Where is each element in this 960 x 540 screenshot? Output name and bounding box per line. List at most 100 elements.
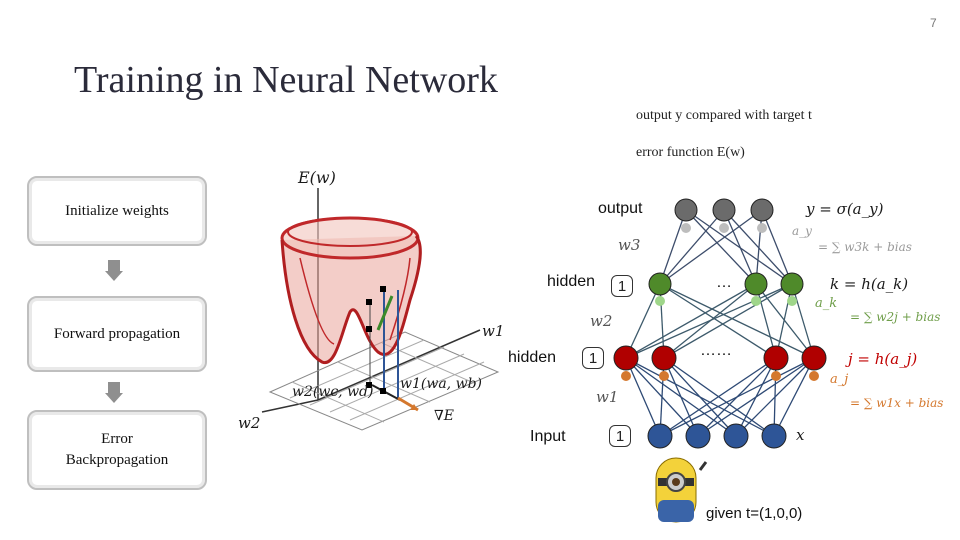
hidden1-layer-label: hidden bbox=[508, 349, 557, 366]
w2-label: w2 bbox=[590, 312, 613, 330]
step-initialize-weights: Initialize weights bbox=[27, 176, 207, 246]
connection-hidden2-hidden1 bbox=[663, 283, 793, 359]
point-w1-label: w1(wa, wb) bbox=[400, 376, 482, 392]
network-nodes bbox=[613, 198, 827, 449]
w3-label: w3 bbox=[618, 236, 641, 254]
hidden2-node bbox=[780, 272, 804, 296]
base-grid bbox=[268, 331, 500, 431]
equation-ak: = ∑ w2j + bias bbox=[850, 310, 941, 324]
surface-profile bbox=[280, 235, 422, 364]
label-aj: a_j bbox=[830, 372, 849, 387]
step-error-backpropagation: Error Backpropagation bbox=[27, 410, 207, 490]
connection-hidden2-hidden1 bbox=[755, 283, 777, 359]
hidden1-node bbox=[801, 345, 827, 371]
output-activation-dot bbox=[719, 223, 729, 233]
input-node bbox=[685, 423, 711, 449]
input-node bbox=[723, 423, 749, 449]
down-arrow-icon bbox=[105, 382, 123, 403]
hidden2-node bbox=[744, 272, 768, 296]
hidden1-activation-dot bbox=[809, 371, 819, 381]
hidden1-node bbox=[613, 345, 639, 371]
output-node bbox=[750, 198, 774, 222]
connection-output-hidden2 bbox=[685, 209, 793, 285]
connection-hidden1-input bbox=[697, 357, 815, 437]
w2-axis-label: w2 bbox=[238, 414, 261, 432]
step-label: Error Backpropagation bbox=[65, 431, 169, 468]
connection-output-hidden2 bbox=[761, 209, 793, 285]
legend-error-function: error function E(w) bbox=[636, 145, 745, 160]
equation-ay: = ∑ w3k + bias bbox=[818, 240, 912, 254]
equation-y: y = σ(a_y) bbox=[806, 200, 884, 218]
w2-axis bbox=[261, 399, 319, 413]
hidden1-activation-dot bbox=[659, 371, 669, 381]
connection-hidden2-hidden1 bbox=[625, 283, 793, 359]
output-layer-label: output bbox=[598, 200, 643, 217]
w1-label: w1 bbox=[596, 388, 619, 406]
output-node bbox=[674, 198, 698, 222]
bias-node-hidden1: 1 bbox=[582, 347, 604, 369]
hidden2-activation-dot bbox=[655, 296, 665, 306]
connection-output-hidden2 bbox=[659, 209, 725, 285]
hidden1-activation-dot bbox=[621, 371, 631, 381]
gradient-arrow-green bbox=[376, 295, 394, 331]
connection-output-hidden2 bbox=[723, 209, 793, 285]
hidden1-node bbox=[651, 345, 677, 371]
hidden2-layer-label: hidden bbox=[547, 273, 596, 290]
equation-j: j = h(a_j) bbox=[848, 350, 918, 368]
connection-hidden2-hidden1 bbox=[659, 283, 777, 359]
connection-hidden1-input bbox=[625, 357, 661, 437]
connection-hidden2-hidden1 bbox=[625, 283, 661, 359]
step-label: Forward propagation bbox=[53, 325, 181, 342]
connection-hidden1-input bbox=[659, 357, 815, 437]
slide-title: Training in Neural Network bbox=[74, 59, 498, 101]
output-activation-dot bbox=[681, 223, 691, 233]
step-forward-propagation: Forward propagation bbox=[27, 296, 207, 372]
output-node bbox=[712, 198, 736, 222]
hidden1-activation-dot bbox=[771, 371, 781, 381]
connection-hidden1-input bbox=[659, 357, 777, 437]
connection-hidden1-input bbox=[659, 357, 665, 437]
given-target: given t=(1,0,0) bbox=[706, 505, 803, 522]
point-w2-label: w2(wc, wd) bbox=[292, 384, 374, 400]
hidden1-node bbox=[763, 345, 789, 371]
output-activation-dot bbox=[757, 223, 767, 233]
connection-hidden2-hidden1 bbox=[775, 283, 793, 359]
label-ak: a_k bbox=[815, 296, 838, 311]
ellipsis-hidden1: …… bbox=[700, 342, 732, 359]
input-node bbox=[647, 423, 673, 449]
connection-hidden2-hidden1 bbox=[625, 283, 757, 359]
w1-axis-label: w1 bbox=[482, 322, 505, 340]
equation-k: k = h(a_k) bbox=[830, 275, 909, 293]
down-arrow-icon bbox=[105, 260, 123, 281]
error-surface-plot bbox=[261, 188, 500, 431]
input-node bbox=[761, 423, 787, 449]
label-ay: a_y bbox=[792, 224, 812, 238]
connection-output-hidden2 bbox=[659, 209, 763, 285]
step-label: Initialize weights bbox=[65, 202, 169, 219]
connection-hidden1-input bbox=[735, 357, 815, 437]
legend-output: output y compared with target t bbox=[636, 108, 812, 123]
connection-output-hidden2 bbox=[685, 209, 757, 285]
connection-hidden1-input bbox=[663, 357, 737, 437]
surface-fill bbox=[282, 236, 421, 363]
x-label: x bbox=[796, 426, 805, 444]
hidden2-node bbox=[648, 272, 672, 296]
hidden2-activation-dot bbox=[751, 296, 761, 306]
error-axis-label: E(w) bbox=[298, 168, 336, 187]
gradient-label: ∇E bbox=[434, 408, 454, 424]
connection-hidden2-hidden1 bbox=[791, 283, 815, 359]
page-number: 7 bbox=[930, 16, 937, 30]
connection-hidden1-input bbox=[773, 357, 815, 437]
bias-node-hidden2: 1 bbox=[611, 275, 633, 297]
connection-output-hidden2 bbox=[755, 209, 763, 285]
ellipsis-hidden2: … bbox=[716, 274, 732, 291]
input-layer-label: Input bbox=[530, 428, 566, 445]
connection-hidden1-input bbox=[663, 357, 699, 437]
connection-output-hidden2 bbox=[723, 209, 757, 285]
network-connections bbox=[625, 209, 815, 437]
equation-aj: = ∑ w1x + bias bbox=[850, 396, 944, 410]
connection-hidden2-hidden1 bbox=[659, 283, 815, 359]
bias-node-input: 1 bbox=[609, 425, 631, 447]
connection-output-hidden2 bbox=[659, 209, 687, 285]
